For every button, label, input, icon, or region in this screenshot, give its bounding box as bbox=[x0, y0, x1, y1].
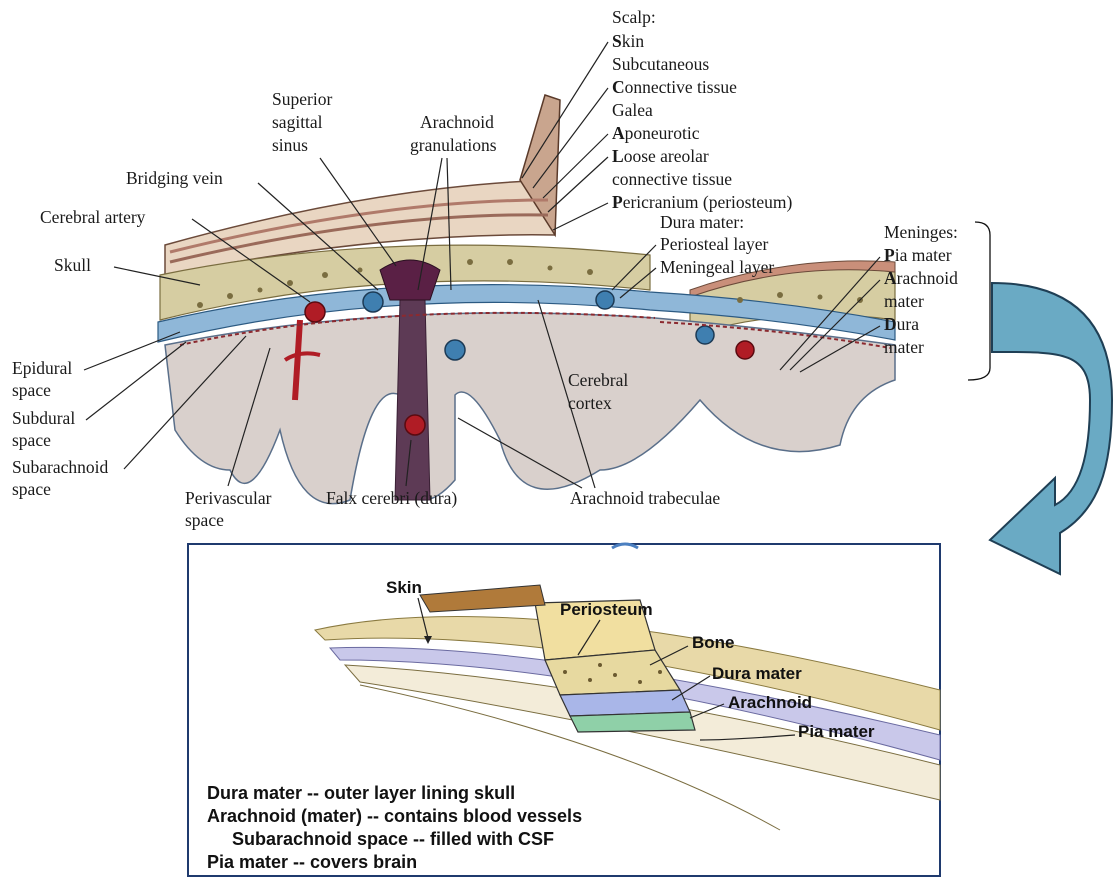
label-superior-sagittal-sinus-3: sinus bbox=[272, 135, 308, 155]
meninges-bracket bbox=[968, 222, 990, 380]
label-epidural-space-2: space bbox=[12, 380, 51, 400]
label-arachnoid-granulations-2: granulations bbox=[410, 135, 497, 155]
label-bridging-vein: Bridging vein bbox=[126, 168, 223, 188]
label-dura-mater-lower: Dura mater bbox=[712, 664, 802, 683]
meninges-heading: Meninges: bbox=[884, 222, 958, 242]
scalp-layer-aponeurotic: Aponeurotic bbox=[612, 123, 700, 143]
scalp-layer-connective-tissue-2: connective tissue bbox=[612, 169, 732, 189]
label-periosteum: Periosteum bbox=[560, 600, 653, 619]
arrow-body bbox=[990, 283, 1112, 574]
note-dura-mater: Dura mater -- outer layer lining skull bbox=[207, 783, 515, 803]
label-perivascular-space-1: Perivascular bbox=[185, 488, 272, 508]
label-cerebral-artery: Cerebral artery bbox=[40, 207, 146, 227]
upper-illustration bbox=[158, 95, 895, 504]
meninges-arachnoid-mater: mater bbox=[884, 291, 924, 311]
label-cerebral-cortex-2: cortex bbox=[568, 393, 612, 413]
label-dura-mater-heading: Dura mater: bbox=[660, 212, 744, 232]
meninges-dura-mater: mater bbox=[884, 337, 924, 357]
label-superior-sagittal-sinus-1: Superior bbox=[272, 89, 332, 109]
meninges-arachnoid: Arachnoid bbox=[884, 268, 958, 288]
label-dura-meningeal-layer: Meningeal layer bbox=[660, 257, 774, 277]
label-subarachnoid-space-1: Subarachnoid bbox=[12, 457, 108, 477]
label-pia-mater-lower: Pia mater bbox=[798, 722, 875, 741]
lower-panel: Skin Periosteum Bone Dura mater Arachnoi… bbox=[188, 544, 940, 876]
scalp-layer-loose-areolar: Loose areolar bbox=[612, 146, 709, 166]
scalp-heading: Scalp: bbox=[612, 7, 656, 27]
label-subarachnoid-space-2: space bbox=[12, 479, 51, 499]
label-arachnoid-granulations-1: Arachnoid bbox=[420, 112, 494, 132]
scalp-layer-galea: Galea bbox=[612, 100, 653, 120]
note-pia-mater: Pia mater -- covers brain bbox=[207, 852, 417, 872]
label-epidural-space-1: Epidural bbox=[12, 358, 72, 378]
label-dura-periosteal-layer: Periosteal layer bbox=[660, 234, 769, 254]
label-subdural-space-1: Subdural bbox=[12, 408, 75, 428]
label-skin: Skin bbox=[386, 578, 422, 597]
label-perivascular-space-2: space bbox=[185, 510, 224, 530]
label-cerebral-cortex-1: Cerebral bbox=[568, 370, 628, 390]
label-subdural-space-2: space bbox=[12, 430, 51, 450]
note-subarachnoid-space: Subarachnoid space -- filled with CSF bbox=[232, 829, 554, 849]
label-arachnoid-lower: Arachnoid bbox=[728, 693, 812, 712]
label-bone: Bone bbox=[692, 633, 735, 652]
label-falx-cerebri: Falx cerebri (dura) bbox=[326, 488, 457, 508]
label-arachnoid-trabeculae: Arachnoid trabeculae bbox=[570, 488, 720, 508]
scalp-layer-pericranium: Pericranium (periosteum) bbox=[612, 192, 792, 212]
meninges-dura: Dura bbox=[884, 314, 919, 334]
meninges-pia-mater: Pia mater bbox=[884, 245, 952, 265]
label-superior-sagittal-sinus-2: sagittal bbox=[272, 112, 323, 132]
note-arachnoid: Arachnoid (mater) -- contains blood vess… bbox=[207, 806, 582, 826]
label-skull: Skull bbox=[54, 255, 91, 275]
scalp-layer-connective-tissue: Connective tissue bbox=[612, 77, 737, 97]
scalp-layer-subcutaneous: Subcutaneous bbox=[612, 54, 709, 74]
scalp-layer-skin: Skin bbox=[612, 31, 644, 51]
scalp-labels: Scalp: Skin Subcutaneous Connective tiss… bbox=[612, 7, 792, 212]
